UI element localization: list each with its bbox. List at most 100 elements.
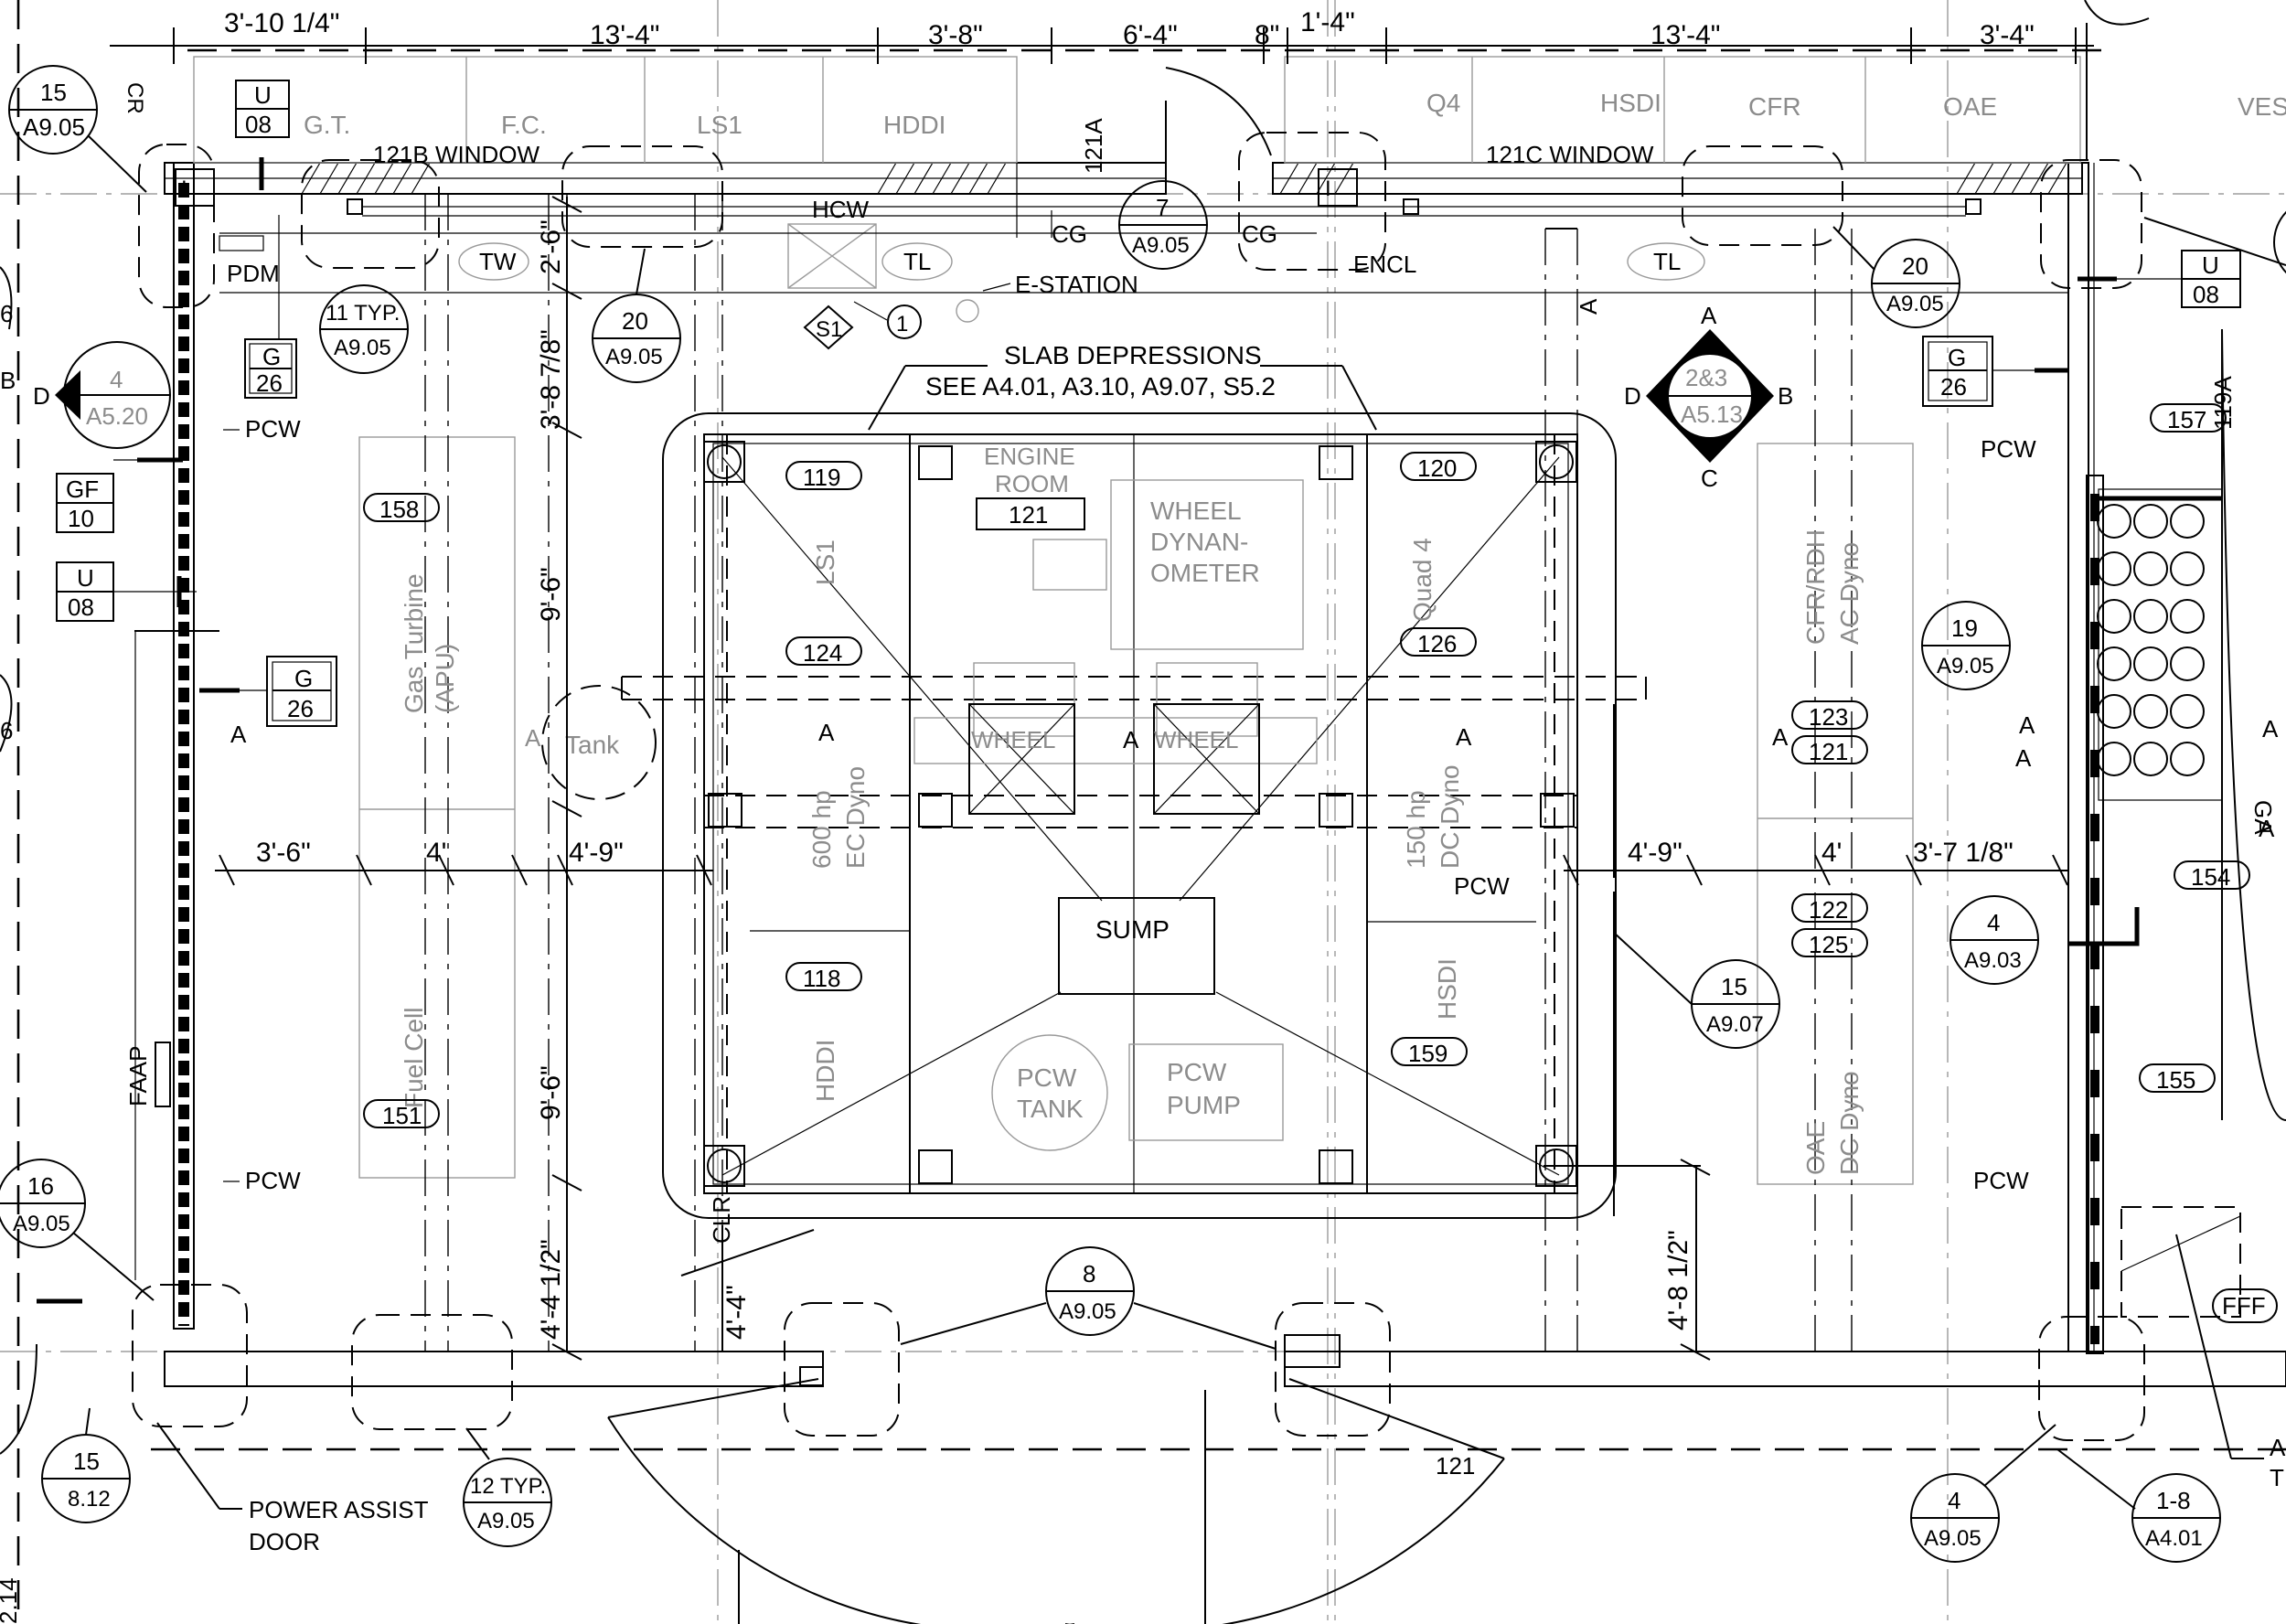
label-section-a-9: A: [1575, 298, 1602, 315]
wall-tag-4-bottom: 08: [68, 593, 94, 621]
wall-tag-4-top: U: [77, 564, 94, 592]
slab-note-line2: SEE A4.01, A3.10, A9.07, S5.2: [925, 372, 1276, 401]
label-section-a-1: A: [818, 719, 835, 746]
label-hcw: HCW: [812, 196, 870, 223]
label-cfr-rdh: CFR/RDH: [1801, 529, 1830, 645]
dimensions-mid: 3'-6" 4' 4'-9" 4'-9" 4' 3'-7 1/8" 2'-6" …: [215, 196, 2068, 1361]
callout-1-num: 11 TYP.: [326, 301, 400, 326]
label-gas-turbine: Gas Turbine: [400, 573, 428, 713]
label-ls1: LS1: [697, 111, 742, 139]
callout-10-num: 15: [73, 1448, 100, 1475]
label-dc-dyno-2: DC Dyno: [1436, 764, 1464, 869]
label-hsdi: HSDI: [1600, 89, 1661, 117]
elevation-marker-left: 4 A5.20 D B 6 6 2.14: [0, 266, 171, 1624]
tag-158: 158: [379, 496, 419, 523]
label-pdm: PDM: [227, 260, 280, 287]
dim-vert-3: 9'-6": [536, 567, 566, 622]
wall-hatch: [301, 162, 2067, 195]
elevation-marker-num: 4: [110, 366, 123, 393]
label-wheel-dyn-3: OMETER: [1150, 559, 1260, 587]
callout-13-sheet: A4.01: [2145, 1526, 2203, 1551]
slab-note: SLAB DEPRESSIONS SEE A4.01, A3.10, A9.07…: [868, 341, 1377, 431]
label-oae: OAE: [1943, 92, 1997, 121]
label-section-a-5: A: [2259, 815, 2275, 842]
callout-11-num: 12 TYP.: [470, 1474, 546, 1499]
label-hddi: HDDI: [883, 111, 945, 139]
top-labels: G.T. F.C. LS1 HDDI Q4 HSDI CFR OAE VES 1…: [123, 82, 2286, 430]
label-window-left: 121B WINDOW: [373, 141, 539, 168]
section-marker-b: B: [1778, 382, 1793, 410]
slab-depression-outline: [621, 412, 1647, 1219]
detail-callouts: 15 A9.05 11 TYP. A9.05 20 A9.05 7 A9.05 …: [0, 65, 2286, 1563]
section-marker-c: C: [1701, 465, 1718, 492]
label-pcw-4: PCW: [1973, 1167, 2029, 1194]
label-right-edge-t: T: [2270, 1464, 2284, 1491]
label-tw: TW: [479, 248, 517, 275]
top-dimension-string: 3'-10 1/4" 13'-4" 3'-8" 6'-4" 8" 1'-4" 1…: [110, 7, 2094, 64]
callout-3-num: 7: [1156, 194, 1169, 221]
windows: [193, 56, 2081, 217]
label-pcw-3: PCW: [1981, 435, 2036, 463]
dim-vert-4: 9'-6": [536, 1065, 566, 1120]
callout-4-num: 20: [1902, 252, 1928, 280]
label-gt: G.T.: [304, 111, 350, 139]
callout-6-num: 4: [1987, 909, 2000, 936]
pcw-tank-pump: PCW TANK PCW PUMP: [991, 1034, 1284, 1151]
label-ac-dyno: AC Dyno: [1835, 542, 1864, 645]
label-faap: FAAP: [124, 1046, 152, 1106]
room-number: 121: [1009, 501, 1048, 529]
callout-7-sheet: A9.07: [1706, 1012, 1764, 1037]
room-name-line2: ROOM: [995, 470, 1069, 497]
bottom-doors: 121 POWER ASSIST DOOR: [0, 1298, 1505, 1624]
dim-right-1: 4'-9": [1628, 838, 1682, 868]
label-section-a-10: A: [2262, 715, 2279, 743]
label-hddi-pit: HDDI: [811, 1040, 839, 1102]
callout-5-num: 19: [1951, 614, 1978, 642]
pcw-labels: PCW PCW PCW PCW A A A: [223, 298, 2279, 1194]
dim-left-3: 4'-9": [569, 838, 624, 868]
dim-top-8: 3'-4": [1980, 20, 2035, 50]
label-oae-bay: OAE: [1801, 1121, 1830, 1175]
label-ls1-pit: LS1: [811, 540, 839, 585]
dim-top-1: 3'-10 1/4": [224, 8, 339, 38]
callout-7-num: 15: [1721, 973, 1747, 1000]
label-pcw-pump-2: PUMP: [1167, 1091, 1241, 1119]
left-panels: FAAP: [124, 232, 2068, 1107]
label-wheel-a: WHEEL: [971, 726, 1055, 753]
label-section-a-7: A: [2019, 711, 2035, 739]
right-bay: CFR/RDH AC Dyno OAE DC Dyno A: [1544, 228, 1914, 1352]
left-edge-bottom: 2.14: [0, 1577, 22, 1624]
tag-126: 126: [1417, 630, 1457, 657]
tag-fff: FFF: [2222, 1292, 2266, 1320]
callout-4-sheet: A9.05: [1886, 292, 1944, 316]
label-tl-1: TL: [903, 248, 931, 275]
tag-122: 122: [1809, 896, 1848, 924]
label-power-assist-2: DOOR: [249, 1528, 320, 1555]
dim-top-6: 1'-4": [1300, 7, 1355, 37]
tag-125: 125: [1809, 931, 1848, 958]
callout-12-num: 4: [1948, 1487, 1960, 1514]
label-fc: F.C.: [501, 111, 547, 139]
wall-tag-6-top: U: [2202, 251, 2219, 279]
label-cr: CR: [123, 82, 147, 114]
hcw-sink: S1 1: [787, 223, 1011, 350]
label-q4: Q4: [1426, 89, 1460, 117]
label-pcw-2: PCW: [245, 1167, 301, 1194]
label-cg-2: CG: [1242, 220, 1277, 248]
tag-120: 120: [1417, 454, 1457, 482]
wall-tag-7-bottom: 26: [1940, 373, 1967, 401]
label-hsdi-pit: HSDI: [1433, 958, 1461, 1020]
dim-right-3: 3'-7 1/8": [1913, 838, 2014, 868]
dim-right-2: 4': [1821, 838, 1842, 868]
label-ec-dyno-1: 600 hp: [807, 790, 836, 869]
tag-155: 155: [2156, 1066, 2195, 1094]
tag-123: 123: [1809, 703, 1848, 731]
label-pcw-1: PCW: [245, 415, 301, 443]
label-sump: SUMP: [1095, 915, 1170, 944]
wheel-dyno-equipment: WHEEL WHEEL WHEEL DYNAN- OMETER A: [913, 479, 1318, 815]
tag-124: 124: [803, 639, 842, 667]
left-bay: Gas Turbine (APU) Fuel Cell Tank A: [134, 194, 723, 1352]
sump: SUMP: [1058, 897, 1215, 995]
label-window-right: 121C WINDOW: [1486, 141, 1654, 168]
label-wheel-b: WHEEL: [1154, 726, 1238, 753]
